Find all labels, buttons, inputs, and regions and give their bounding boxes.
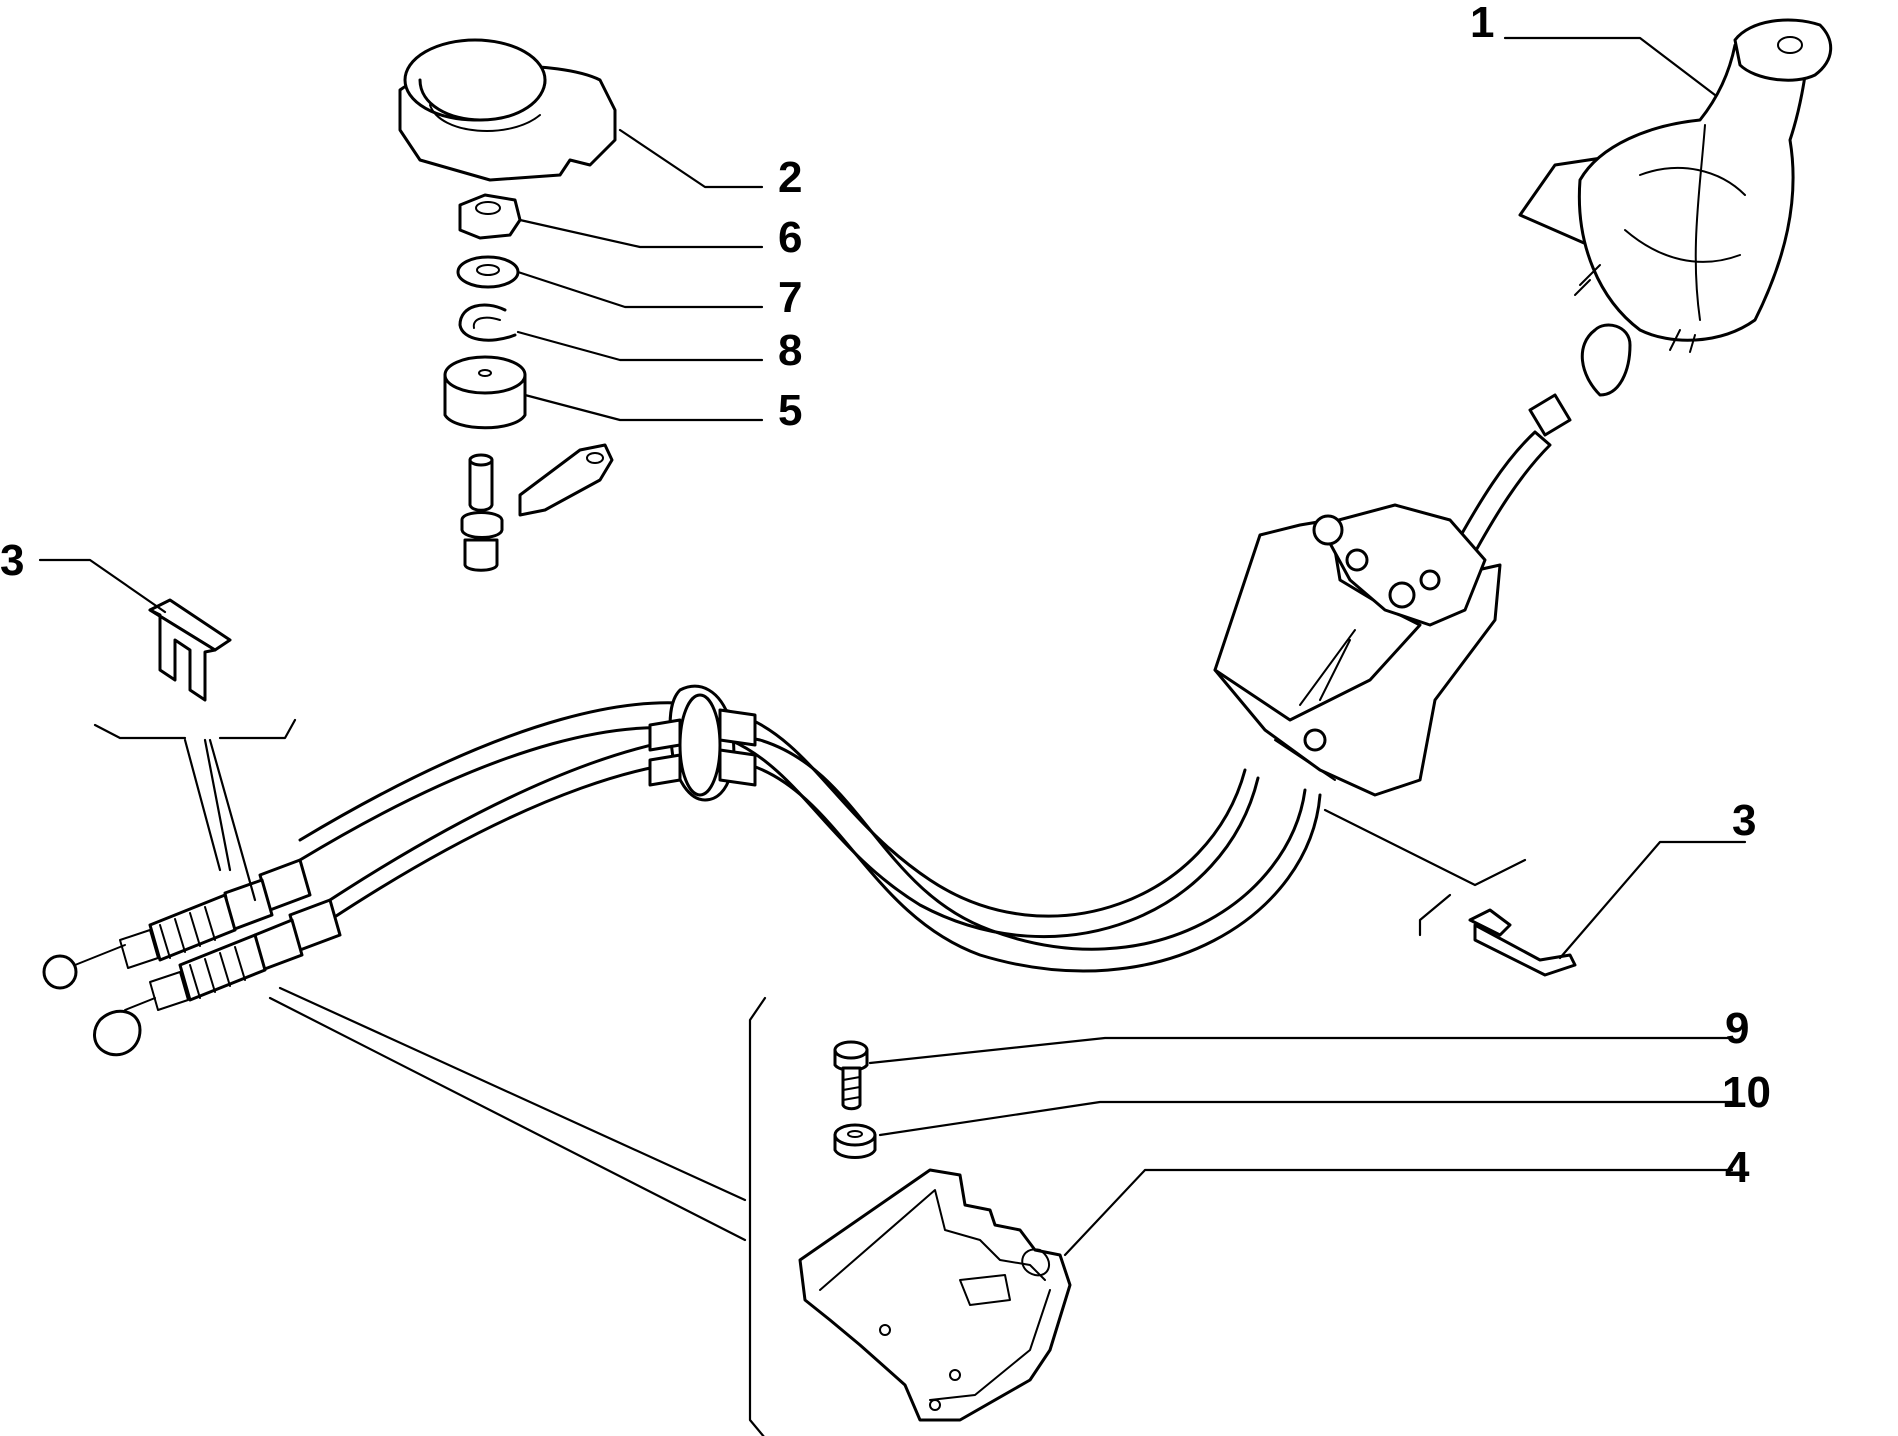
callout-9: 9 (1725, 1004, 1749, 1053)
callouts: 1 2 6 7 8 5 3 3 9 10 4 (0, 0, 1771, 1192)
part-9-bolt (833, 1040, 869, 1111)
callout-7: 7 (778, 273, 802, 322)
callout-2: 2 (778, 153, 802, 202)
part-7-washer (456, 255, 520, 289)
callout-3-left: 3 (0, 536, 24, 585)
linkage-pin-bracket (460, 443, 614, 572)
part-3-clip-right (1468, 908, 1577, 977)
part-6-nut (458, 193, 522, 240)
callout-3-right: 3 (1732, 796, 1756, 845)
part-2-cap (398, 38, 617, 182)
callout-5: 5 (778, 386, 802, 435)
part-5-bushing (443, 355, 527, 430)
gear-lever-assembly (1213, 323, 1632, 797)
leader-lines (38, 36, 1747, 1436)
part-10-nut (833, 1123, 877, 1159)
callout-6: 6 (778, 213, 802, 262)
part-3-clip-left (148, 598, 232, 702)
part-4-bracket (798, 1168, 1072, 1422)
gear-cables (298, 684, 1322, 973)
part-8-clip (458, 303, 517, 342)
part-1-gear-boot (1518, 18, 1833, 353)
cable-ends (42, 858, 342, 1057)
callout-1: 1 (1470, 0, 1494, 47)
callout-4: 4 (1725, 1143, 1750, 1192)
callout-8: 8 (778, 326, 802, 375)
callout-10: 10 (1722, 1068, 1771, 1117)
